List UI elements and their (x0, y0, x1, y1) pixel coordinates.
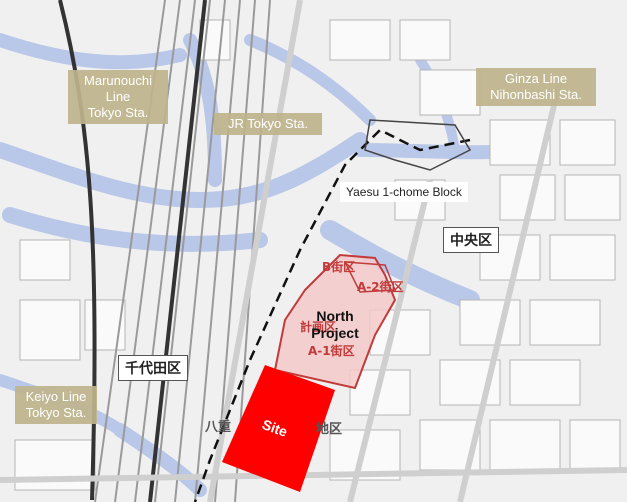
yaesu-district-left: 八重 (205, 420, 232, 435)
marunouchi-line-text-3: Tokyo Sta. (87, 105, 149, 120)
north-project-text-1: North (316, 308, 354, 324)
plan-area-label: 計画区 (300, 320, 337, 334)
marunouchi-line-label: Marunouchi Line Tokyo Sta. (68, 70, 168, 124)
city-blocks (14, 19, 621, 491)
keiyo-line-label: Keiyo Line Tokyo Sta. (15, 386, 97, 424)
site-block (222, 365, 335, 492)
chiyoda-ward-label: 千代田区 (118, 355, 188, 381)
yaesu-district-right: 地区 (316, 422, 343, 437)
b-block-outline (343, 261, 397, 293)
a1-block-label: A-1街区 (308, 344, 355, 358)
keiyo-line-text-2: Tokyo Sta. (25, 405, 87, 420)
ginza-line-text-2: Nihonbashi Sta. (490, 87, 582, 102)
yaesu-block-label: Yaesu 1-chome Block (340, 182, 468, 202)
marunouchi-line-text-1: Marunouchi (84, 73, 152, 88)
north-project-label: North Project (300, 308, 370, 342)
a2-block-label: A-2街区 (357, 280, 404, 294)
marunouchi-line-text-2: Line (105, 89, 131, 104)
chuo-ward-label: 中央区 (443, 227, 499, 253)
b-block-label: B街区 (322, 260, 356, 274)
keiyo-line-text-1: Keiyo Line (25, 389, 87, 404)
ginza-line-text-1: Ginza Line (504, 71, 568, 86)
yaesu-1-chome-outline (364, 119, 472, 171)
jr-tokyo-label: JR Tokyo Sta. (214, 113, 322, 135)
jr-tokyo-text: JR Tokyo Sta. (228, 116, 308, 131)
ward-boundary (193, 128, 471, 502)
ginza-line-label: Ginza Line Nihonbashi Sta. (476, 68, 596, 106)
north-project-text-2: Project (311, 325, 359, 341)
north-project-area (273, 253, 397, 390)
